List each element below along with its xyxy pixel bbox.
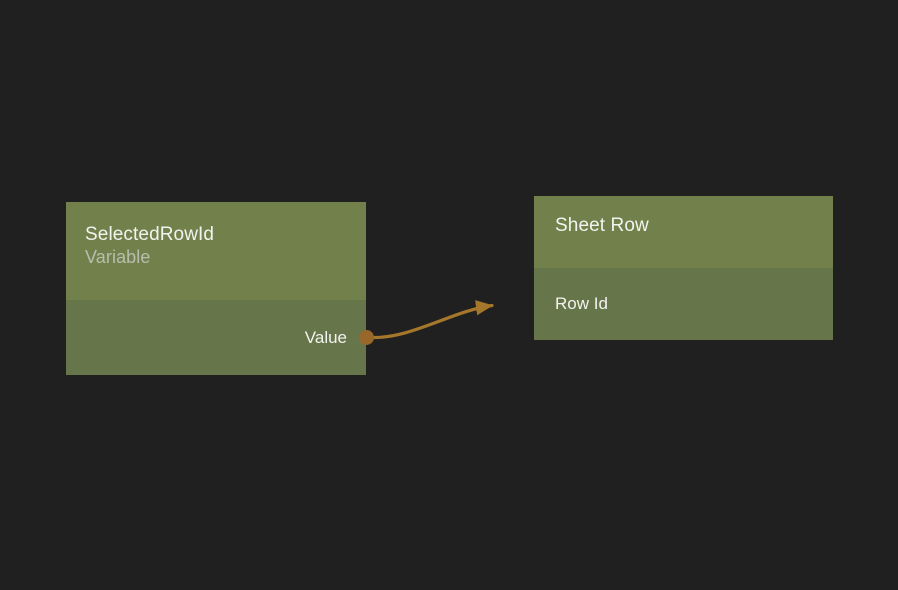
node-body-selected-row-id: Value <box>66 300 366 375</box>
node-title: Sheet Row <box>555 215 649 236</box>
connection-value-to-row-id[interactable] <box>370 300 494 340</box>
node-header-selected-row-id[interactable]: SelectedRowId Variable <box>66 202 366 300</box>
output-port-value[interactable]: Value <box>66 300 366 375</box>
node-header-sheet-row[interactable]: Sheet Row <box>534 196 833 268</box>
input-port-row-id[interactable]: Row Id <box>534 268 833 340</box>
input-port-label: Row Id <box>555 294 608 313</box>
output-port-label: Value <box>304 327 347 347</box>
node-subtitle: Variable <box>85 247 151 267</box>
node-selected-row-id[interactable]: SelectedRowId Variable Value <box>66 202 366 375</box>
node-title: SelectedRowId <box>85 224 215 245</box>
node-sheet-row[interactable]: Sheet Row Row Id <box>534 196 833 340</box>
node-body-sheet-row: Row Id <box>534 268 833 340</box>
output-port-dot-value[interactable] <box>359 330 374 345</box>
